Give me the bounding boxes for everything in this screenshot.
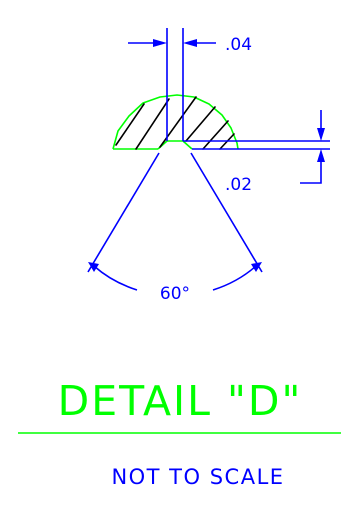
- detail-title: DETAIL "D": [58, 377, 303, 425]
- width-arrow-right: [183, 39, 197, 47]
- angle-arc-right: [212, 265, 257, 291]
- hatch-line-1: [115, 103, 145, 146]
- angle-arrow-left: [88, 262, 99, 272]
- scale-note: NOT TO SCALE: [111, 465, 284, 489]
- angle-arrow-right: [251, 262, 262, 272]
- depth-arrow-top: [317, 128, 325, 141]
- hatch-line-3: [159, 96, 197, 148]
- width-dimension-label: .04: [225, 35, 252, 55]
- hatch-line-4: [185, 106, 216, 142]
- cone-line-right: [190, 152, 263, 273]
- width-arrow-left: [153, 39, 167, 47]
- hatch-line-5: [202, 120, 229, 150]
- dimension-arrowheads: [88, 39, 325, 272]
- hatch-line-2: [135, 98, 170, 150]
- angle-dimension-label: 60°: [160, 284, 190, 304]
- dome-outline: [112, 94, 239, 150]
- dimension-lines: [87, 28, 330, 291]
- groove-outline: [157, 140, 193, 150]
- cone-line-left: [87, 152, 160, 273]
- depth-dimension-label: .02: [225, 175, 252, 195]
- angle-arc-left: [93, 265, 138, 291]
- depth-leader-bottom: [300, 153, 322, 184]
- depth-arrow-bottom: [317, 149, 325, 162]
